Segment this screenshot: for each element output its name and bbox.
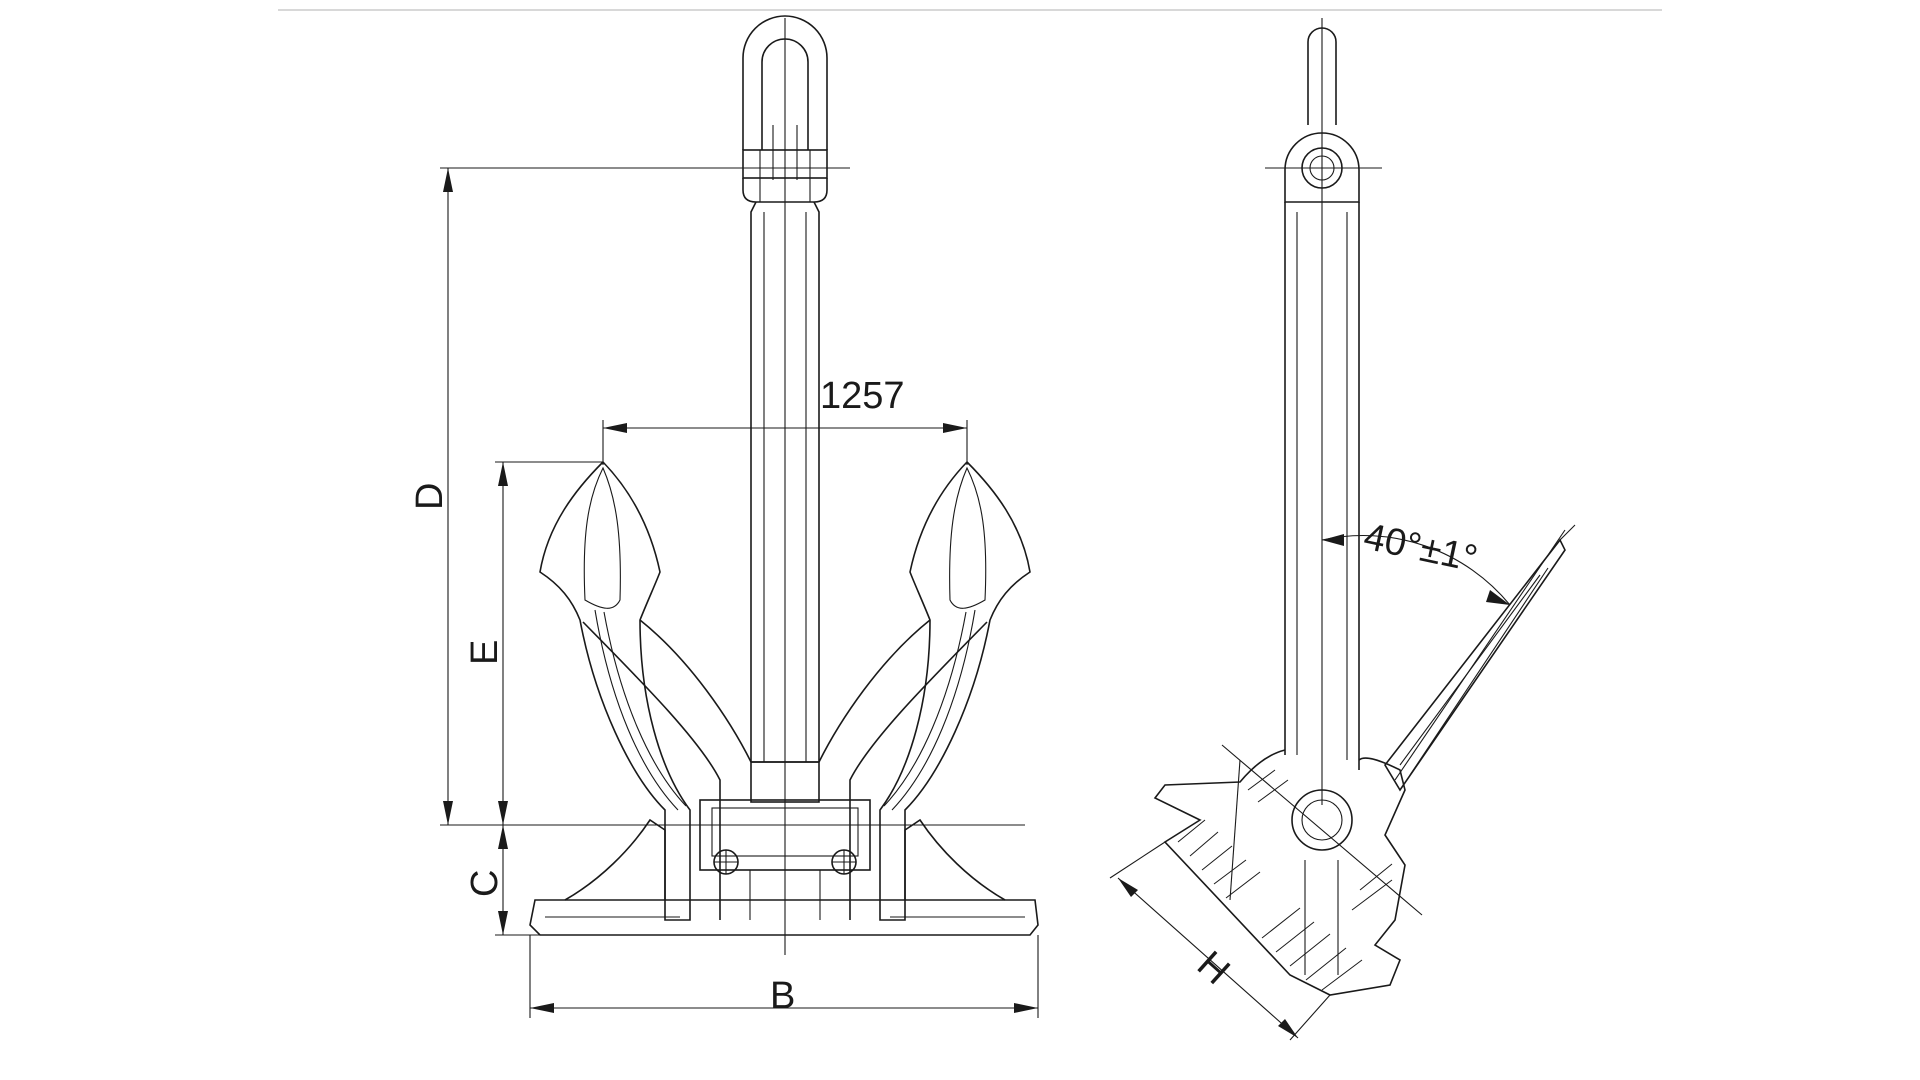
side-fluke <box>1384 524 1576 792</box>
side-crown <box>1153 744 1423 996</box>
e-label: E <box>464 640 506 665</box>
side-view: 40°±1° <box>1109 18 1576 1041</box>
shackle <box>742 15 828 203</box>
dim-d: D <box>409 167 1025 826</box>
shank <box>750 201 820 803</box>
side-shank-head <box>1265 132 1382 203</box>
dim-c: C <box>464 825 540 936</box>
dim-e: E <box>464 461 603 825</box>
left-arm <box>539 460 752 921</box>
dim-angle: 40°±1° <box>1321 516 1511 606</box>
right-arm <box>818 460 1031 921</box>
dim-h: H <box>1109 841 1331 1041</box>
h-label: H <box>1189 943 1238 993</box>
crown-block <box>699 799 871 920</box>
base-plate <box>529 818 1039 936</box>
dim-palm-span: 1257 <box>602 375 968 465</box>
front-view: 1257 D E C <box>409 15 1039 1018</box>
dim-b: B <box>529 935 1039 1018</box>
side-shackle <box>1307 27 1337 125</box>
c-label: C <box>464 870 506 897</box>
b-label: B <box>770 975 795 1017</box>
d-label: D <box>409 483 451 510</box>
angle-label: 40°±1° <box>1360 516 1481 581</box>
side-shank <box>1284 202 1360 770</box>
palm-span-value: 1257 <box>820 375 905 417</box>
